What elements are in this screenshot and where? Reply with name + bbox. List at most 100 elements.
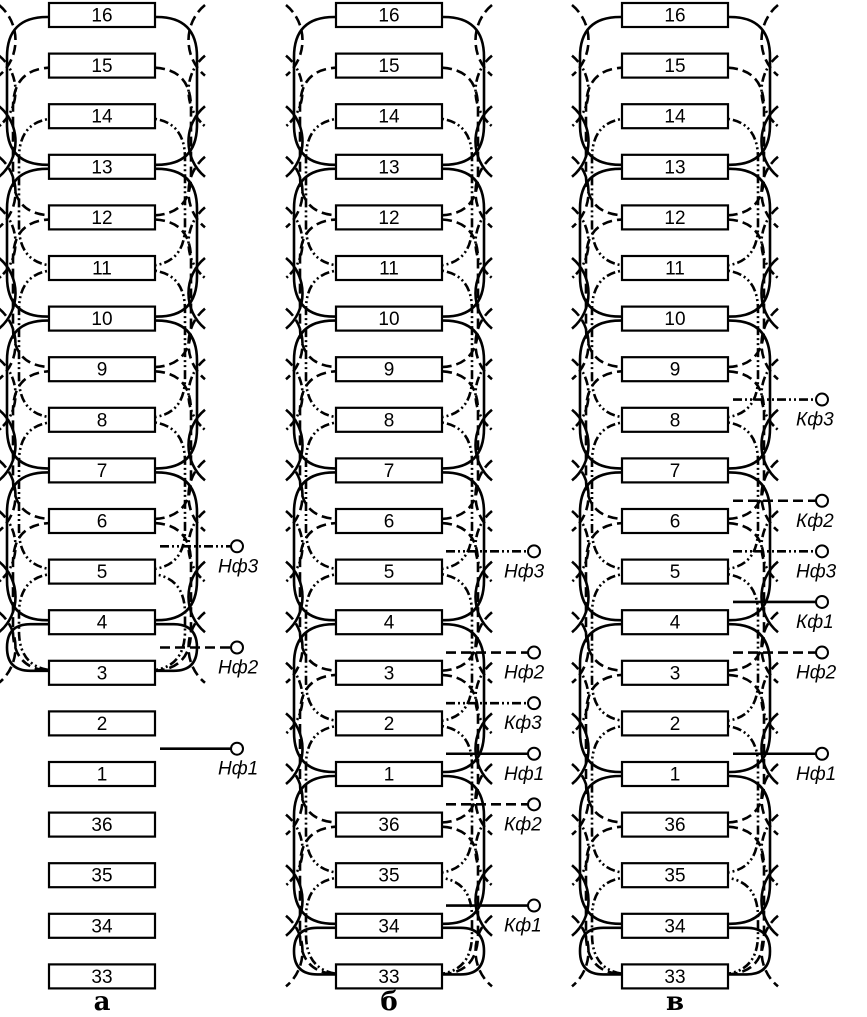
c-end-turn-16-1 [760, 813, 779, 887]
c-end-turn-16-0 [571, 813, 590, 887]
a-slot-number: 10 [91, 309, 112, 330]
a-slot-15: 15 [47, 52, 157, 79]
panel-c: 1615141312111098765432136353433Кф3Кф2Нф3… [571, 1, 837, 1017]
c-coil-7 [584, 369, 766, 521]
c-coil-15 [578, 774, 772, 926]
b-end-turn-6-1 [474, 307, 493, 381]
a-slot-number: 11 [92, 259, 112, 280]
a-slot-number: 12 [91, 208, 112, 229]
a-lead-label: Нф2 [218, 658, 259, 679]
a-end-turn-10-0 [0, 510, 17, 583]
a-slot-number: 3 [97, 663, 108, 684]
a-end-turn-1-1 [187, 54, 206, 128]
c-end-turn-9-0 [571, 459, 590, 533]
c-slot-number: 12 [664, 208, 685, 229]
c-slot-11: 11 [620, 254, 730, 282]
b-end-turn-17-1 [474, 864, 493, 937]
b-end-turn-14-1 [474, 712, 493, 786]
b-coil-11 [304, 572, 474, 723]
a-slot-number: 15 [91, 56, 112, 77]
c-end-turn-11-1 [760, 560, 779, 634]
c-end-turn-12-0 [571, 611, 590, 684]
a-slot-number: 6 [97, 512, 108, 533]
a-slot-number: 1 [97, 765, 108, 786]
a-slot-10: 10 [47, 305, 157, 332]
b-end-turn-10-1 [474, 509, 493, 583]
b-slot-16: 16 [334, 1, 444, 29]
c-slot-12: 12 [620, 204, 730, 231]
a-coil-3 [5, 167, 199, 318]
b-coil-2 [304, 116, 474, 268]
b-end-turn-2-0 [285, 105, 304, 178]
a-coil-6 [5, 319, 199, 470]
c-coil-9 [578, 471, 772, 622]
b-slot-number: 1 [384, 765, 395, 786]
a-slot-number: 8 [97, 410, 108, 431]
a-end-turn-4-1 [187, 206, 206, 280]
c-slot-8: 8 [620, 406, 730, 433]
c-slot-34: 34 [620, 912, 730, 939]
b-lead-label: Кф3 [504, 713, 542, 734]
b-slot-number: 6 [384, 512, 395, 533]
c-terminal-icon [815, 392, 829, 407]
a-slot-36: 36 [47, 811, 157, 838]
b-end-turn-13-1 [474, 661, 493, 735]
a-end-turn-5-0 [0, 257, 17, 330]
c-end-turn-9-1 [760, 459, 779, 533]
c-coil-2 [590, 116, 760, 268]
c-slot-15: 15 [620, 52, 730, 79]
c-end-turn-17-1 [760, 864, 779, 937]
a-terminal-icon [230, 640, 244, 655]
b-slot-7: 7 [334, 457, 444, 484]
c-lead-label: Нф3 [796, 561, 837, 582]
c-end-turn-8-1 [760, 408, 779, 482]
a-slot-9: 9 [47, 356, 157, 383]
b-end-turn-4-0 [285, 206, 304, 280]
b-slot-number: 9 [384, 360, 395, 381]
b-terminal-icon [527, 645, 541, 660]
b-lead-1: Нф2 [446, 645, 545, 684]
a-slot-6: 6 [47, 507, 157, 535]
b-end-turn-16-1 [474, 813, 493, 887]
c-lead-2: Нф3 [733, 544, 837, 582]
c-slot-number: 35 [664, 866, 685, 887]
b-end-turn-8-0 [285, 408, 304, 482]
b-end-turn-14-0 [285, 712, 304, 786]
c-end-turn-6-1 [760, 307, 779, 381]
b-slot-number: 13 [378, 157, 399, 178]
b-slot-34: 34 [334, 912, 444, 939]
c-end-turn-13-1 [760, 661, 779, 735]
a-slot-number: 7 [97, 461, 108, 482]
b-slot-13: 13 [334, 153, 444, 180]
c-end-turn-5-0 [571, 256, 590, 330]
b-coil-13 [298, 673, 480, 824]
c-slot-9: 9 [620, 356, 730, 383]
b-end-turn-8-1 [474, 408, 493, 482]
b-end-turn-2-1 [474, 105, 493, 178]
b-coil-1 [298, 66, 480, 217]
panel-a: 1615141312111098765432136353433Нф3Нф2Нф1… [0, 1, 259, 1017]
a-slot-number: 35 [91, 866, 112, 887]
b-coil-7 [298, 369, 480, 521]
b-slot-number: 34 [378, 916, 400, 937]
b-end-turn-7-1 [474, 358, 493, 431]
c-lead-4: Нф2 [733, 645, 837, 684]
b-coil-12 [292, 622, 486, 774]
b-lead-5: Кф1 [446, 898, 542, 937]
c-slot-36: 36 [620, 811, 730, 838]
c-terminal-icon [815, 645, 829, 660]
a-slot-number: 33 [91, 967, 112, 988]
a-end-turn-7-1 [187, 358, 206, 431]
a-slot-number: 4 [97, 613, 108, 634]
c-slot-number: 16 [664, 6, 685, 27]
b-end-turn-9-0 [285, 459, 304, 533]
a-slot-11: 11 [47, 254, 157, 282]
c-lead-label: Кф3 [796, 410, 834, 431]
a-end-turn-2-1 [187, 105, 206, 178]
c-coil-8 [590, 420, 760, 571]
b-lead-0: Нф3 [446, 544, 545, 582]
c-end-turn-15-1 [760, 762, 779, 836]
c-end-turn-8-0 [571, 408, 590, 482]
c-end-turn-1-1 [760, 54, 779, 128]
b-slot-number: 15 [378, 56, 399, 77]
